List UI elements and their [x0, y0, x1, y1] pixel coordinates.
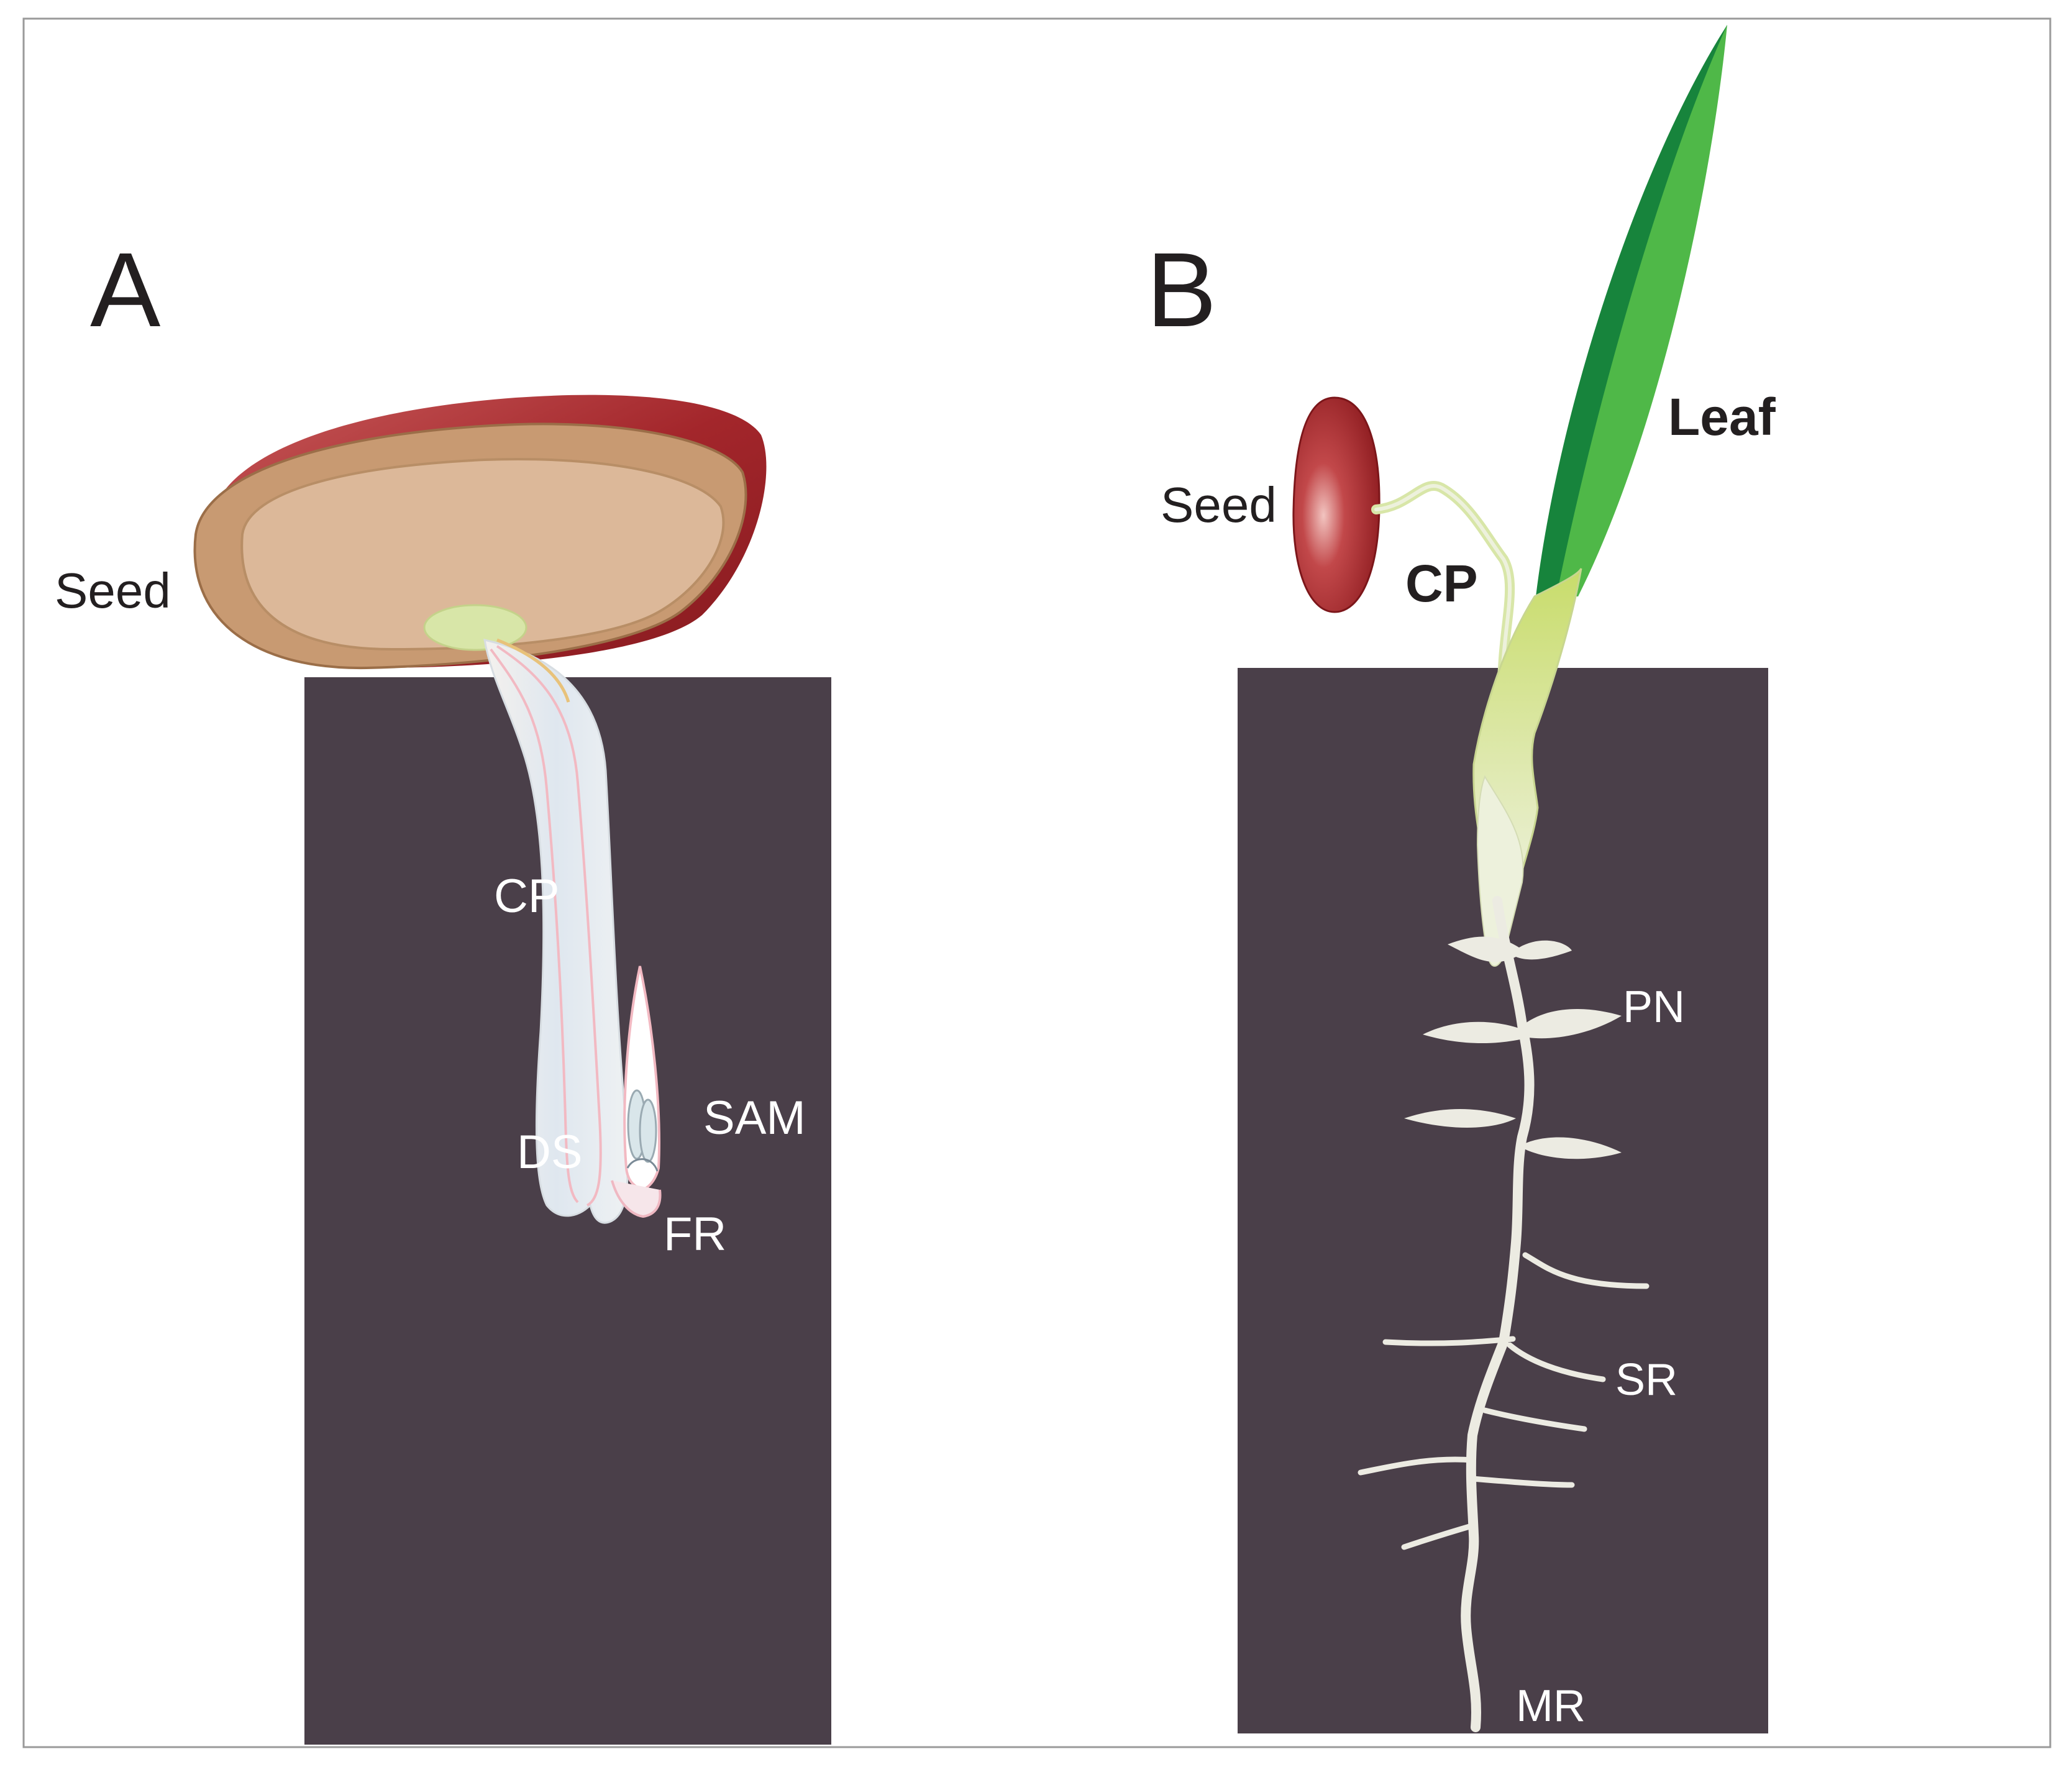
secondary-root-b-6 — [1469, 1476, 1575, 1488]
ds-label-a: DS — [517, 1126, 583, 1179]
secondary-root-b-4 — [1482, 1407, 1587, 1432]
seed-endosperm-a — [240, 458, 725, 651]
secondary-roots-b — [1358, 1252, 1650, 1550]
sr-label-b: SR — [1615, 1355, 1677, 1405]
cp-label-a: CP — [494, 870, 560, 923]
secondary-root-b-2 — [1382, 1336, 1516, 1346]
sam-primordium-a-2 — [639, 1098, 657, 1163]
vascular-strand-a-1 — [496, 645, 602, 1207]
panel-a: A Seed CP SAM DS — [55, 231, 831, 1745]
nodal-root-b-4 — [1519, 1137, 1622, 1159]
vascular-strand-a-2 — [490, 648, 579, 1203]
mr-label-b: MR — [1516, 1681, 1586, 1731]
cp-label-b: CP — [1405, 554, 1478, 613]
shoot-base-b — [1476, 775, 1524, 967]
scutellum-a — [423, 604, 527, 651]
panel-a-letter: A — [90, 231, 161, 349]
fr-label-a: FR — [664, 1208, 726, 1261]
first-root-tip-a — [611, 1180, 662, 1218]
sam-apex-a — [626, 1158, 659, 1172]
coleoptile-a — [483, 638, 662, 1224]
seed-label-b: Seed — [1161, 477, 1277, 532]
nodal-root-b-3 — [1404, 1109, 1516, 1128]
vascular-strand-a-3 — [496, 638, 570, 703]
panel-b-letter: B — [1146, 231, 1216, 349]
secondary-root-b-5 — [1358, 1456, 1476, 1476]
secondary-root-b-7 — [1401, 1522, 1477, 1550]
sam-label-a: SAM — [703, 1092, 806, 1144]
secondary-root-b-3 — [1507, 1342, 1606, 1382]
leaf-b — [1536, 25, 1727, 596]
secondary-root-b-1 — [1522, 1252, 1650, 1289]
main-root-b — [1461, 896, 1535, 1732]
seed-b — [1292, 396, 1381, 613]
seed-label-a: Seed — [55, 563, 171, 618]
leaf-light-b — [1556, 25, 1727, 596]
nodal-root-b-1 — [1448, 936, 1572, 962]
seed-a — [193, 395, 767, 670]
nodal-root-b-2 — [1423, 1008, 1622, 1044]
pn-label-b: PN — [1623, 982, 1685, 1032]
panel-b: B Le — [1146, 25, 1776, 1733]
leaf-label-b: Leaf — [1668, 388, 1776, 446]
